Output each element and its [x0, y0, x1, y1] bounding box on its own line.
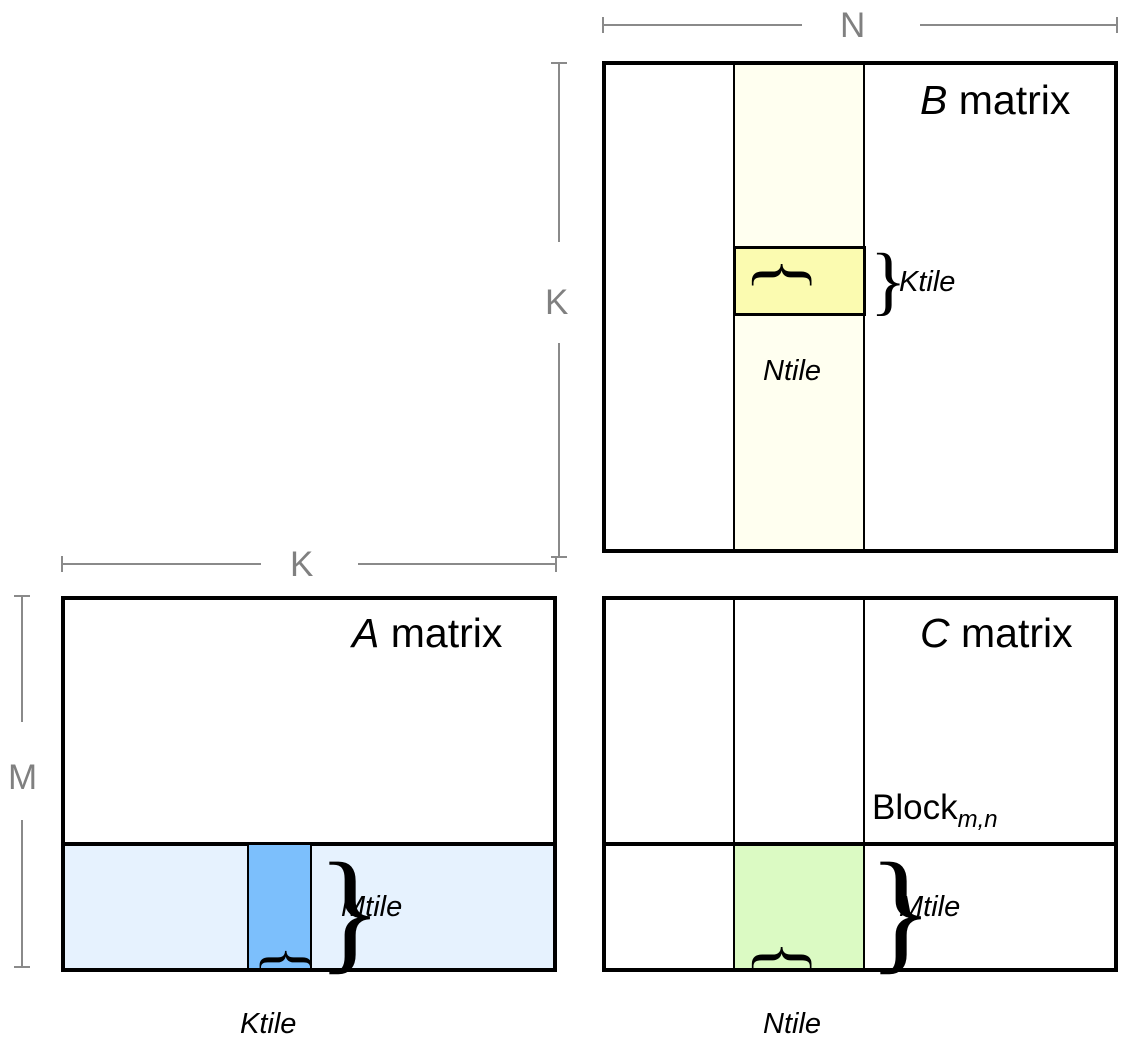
- a-matrix-ktile-fill: [249, 845, 311, 968]
- c-matrix-title-word: matrix: [961, 610, 1073, 656]
- dimension-k-horizontal-line-right: [358, 563, 556, 565]
- dimension-k-horizontal-cap-right: [555, 556, 557, 572]
- b-matrix-ktile-brace: }: [870, 239, 907, 323]
- b-matrix-title-symbol: B: [920, 77, 948, 123]
- a-matrix-ktile-label: Ktile: [240, 1008, 297, 1040]
- c-matrix-divider-right: [863, 600, 865, 968]
- c-matrix-block-label-text: Block: [872, 788, 958, 827]
- b-matrix-ktile-outline: [733, 246, 866, 316]
- a-matrix-title: A matrix: [352, 613, 502, 654]
- dimension-n-cap-right: [1116, 17, 1118, 33]
- dimension-k-vertical-line-bottom: [558, 343, 560, 558]
- c-matrix-title: C matrix: [920, 613, 1073, 654]
- a-matrix-title-word: matrix: [390, 610, 503, 656]
- b-matrix-ktile-label: Ktile: [899, 266, 956, 298]
- dimension-n-label: N: [840, 6, 866, 45]
- a-matrix-ktile-brace: }: [249, 945, 317, 975]
- c-matrix-divider-left: [733, 600, 735, 968]
- b-matrix-title-word: matrix: [958, 77, 1071, 123]
- dimension-n-line-right: [920, 24, 1118, 26]
- dimension-m-line-top: [21, 595, 23, 722]
- c-matrix-mtile-brace: }: [868, 836, 934, 986]
- a-matrix-ktile-edge-left: [247, 845, 249, 968]
- dimension-m-label: M: [8, 758, 38, 797]
- c-matrix-ntile-brace: }: [738, 940, 818, 975]
- dimension-k-vertical-line-top: [558, 62, 560, 242]
- dimension-k-vertical-label: K: [545, 283, 569, 322]
- dimension-k-horizontal-label: K: [290, 545, 314, 584]
- a-matrix-row-divider: [63, 842, 555, 846]
- c-matrix-block-label: Blockm,n: [872, 788, 998, 832]
- b-matrix-ktile-fill: [735, 248, 864, 314]
- dimension-k-horizontal-line-left: [61, 563, 261, 565]
- b-matrix-ntile-label: Ntile: [763, 355, 822, 387]
- c-matrix-block-tile-fill: [735, 846, 863, 968]
- dimension-m-cap-bottom: [14, 966, 30, 968]
- dimension-n-line-left: [602, 24, 802, 26]
- a-matrix-mtile-brace: }: [317, 836, 383, 986]
- b-matrix-ntile-brace: }: [738, 257, 818, 292]
- c-matrix-title-symbol: C: [920, 610, 950, 656]
- dimension-m-line-bottom: [21, 820, 23, 968]
- dimension-k-vertical-cap-bottom: [551, 556, 567, 558]
- c-matrix-ntile-label: Ntile: [763, 1008, 822, 1040]
- a-matrix-mtile-label: Mtile: [341, 891, 403, 923]
- c-matrix-row-divider: [604, 842, 1116, 846]
- a-matrix-title-symbol: A: [352, 610, 380, 656]
- c-matrix-mtile-label: Mtile: [899, 891, 961, 923]
- c-matrix-block-label-subscript: m,n: [957, 806, 998, 833]
- a-matrix-ktile-edge-right: [310, 845, 312, 968]
- b-matrix-title: B matrix: [920, 80, 1070, 121]
